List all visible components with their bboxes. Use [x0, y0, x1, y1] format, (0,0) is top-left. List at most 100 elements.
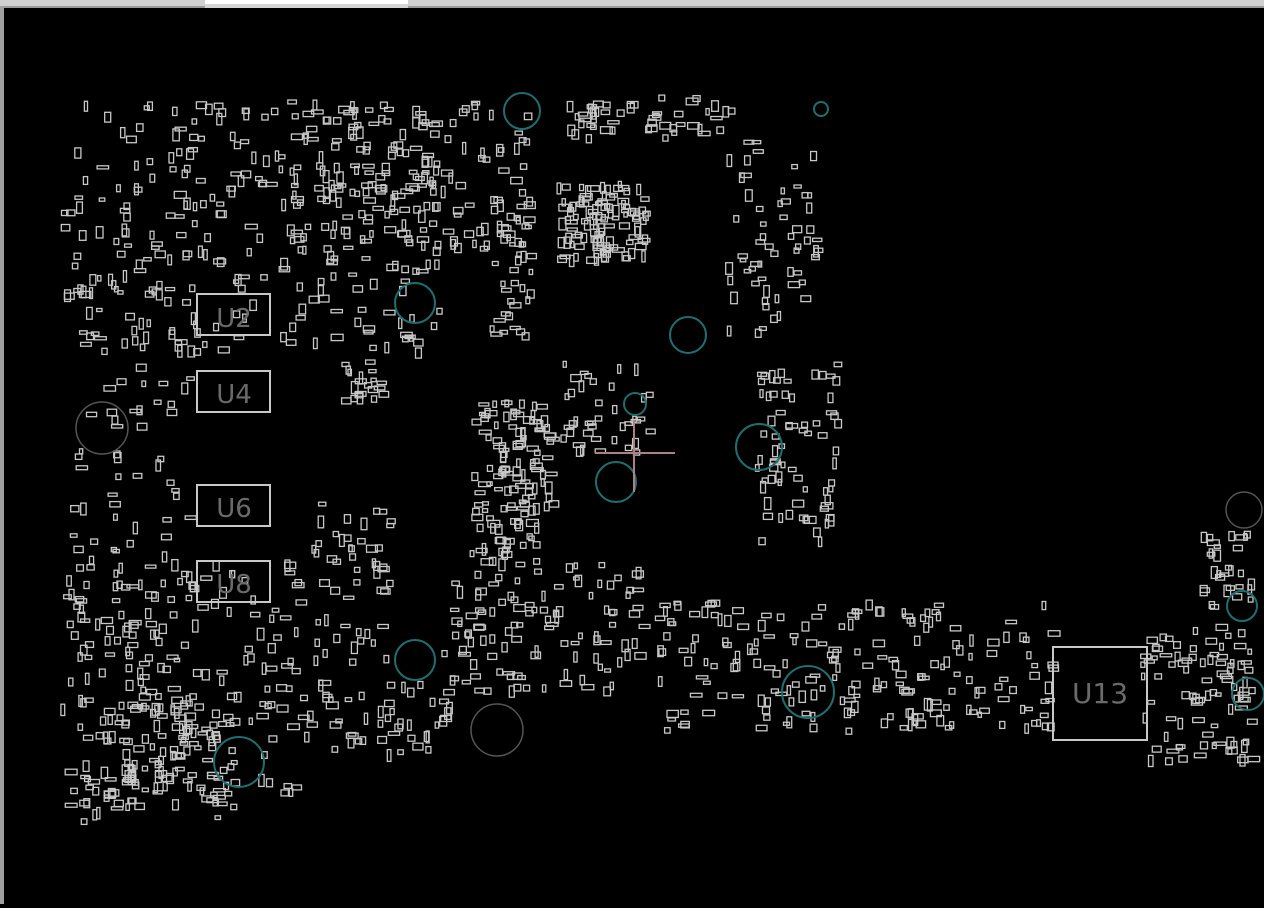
component-pad[interactable] — [95, 226, 104, 239]
component-pad[interactable] — [510, 621, 519, 629]
component-pad[interactable] — [329, 721, 342, 729]
component-pad[interactable] — [1047, 630, 1061, 637]
component-pad[interactable] — [832, 457, 837, 470]
component-pad[interactable] — [412, 105, 421, 118]
component-pad[interactable] — [872, 685, 882, 693]
component-pad[interactable] — [695, 675, 709, 680]
component-pad[interactable] — [943, 656, 951, 668]
component-pad[interactable] — [477, 609, 487, 616]
component-pad[interactable] — [600, 109, 611, 116]
component-pad[interactable] — [90, 538, 99, 545]
component-pad[interactable] — [807, 192, 813, 199]
component-pad[interactable] — [330, 184, 344, 193]
component-pad[interactable] — [281, 198, 287, 212]
component-pad[interactable] — [406, 719, 412, 731]
component-pad[interactable] — [451, 580, 460, 587]
component-pad[interactable] — [1231, 593, 1243, 601]
component-pad[interactable] — [763, 634, 775, 639]
component-pad[interactable] — [60, 209, 69, 217]
component-pad[interactable] — [413, 205, 421, 214]
component-pad[interactable] — [129, 774, 137, 782]
component-pad[interactable] — [295, 599, 308, 606]
component-pad[interactable] — [160, 579, 166, 588]
component-pad[interactable] — [578, 183, 585, 192]
component-pad[interactable] — [168, 152, 175, 164]
component-pad[interactable] — [134, 160, 139, 171]
component-pad[interactable] — [476, 523, 484, 533]
chip-u6[interactable]: U6 — [196, 484, 271, 527]
component-pad[interactable] — [149, 708, 157, 718]
component-pad[interactable] — [752, 149, 764, 154]
component-pad[interactable] — [70, 504, 80, 513]
component-pad[interactable] — [500, 400, 513, 406]
component-pad[interactable] — [151, 702, 160, 716]
chip-u13[interactable]: U13 — [1052, 646, 1148, 741]
component-pad[interactable] — [249, 299, 258, 312]
component-pad[interactable] — [141, 765, 149, 772]
component-pad[interactable] — [373, 385, 386, 391]
component-pad[interactable] — [330, 272, 337, 281]
component-pad[interactable] — [293, 235, 305, 243]
component-pad[interactable] — [463, 230, 475, 239]
component-pad[interactable] — [847, 618, 854, 631]
component-pad[interactable] — [1140, 661, 1146, 668]
component-pad[interactable] — [875, 606, 883, 617]
component-pad[interactable] — [350, 641, 359, 655]
component-pad[interactable] — [88, 287, 94, 300]
component-pad[interactable] — [760, 372, 770, 380]
component-pad[interactable] — [281, 662, 293, 669]
component-pad[interactable] — [96, 806, 101, 820]
component-pad[interactable] — [401, 219, 407, 230]
component-pad[interactable] — [514, 577, 521, 585]
component-pad[interactable] — [1247, 596, 1254, 603]
component-pad[interactable] — [362, 163, 375, 169]
component-pad[interactable] — [177, 577, 183, 586]
component-pad[interactable] — [304, 731, 310, 743]
component-pad[interactable] — [216, 210, 227, 219]
component-pad[interactable] — [606, 580, 615, 590]
component-pad[interactable] — [95, 731, 104, 740]
component-pad[interactable] — [759, 480, 767, 494]
component-pad[interactable] — [176, 148, 183, 157]
component-pad[interactable] — [107, 273, 114, 286]
component-pad[interactable] — [526, 289, 535, 299]
component-pad[interactable] — [1225, 585, 1236, 592]
component-pad[interactable] — [528, 505, 536, 516]
component-pad[interactable] — [364, 359, 376, 365]
component-pad[interactable] — [144, 591, 157, 599]
component-pad[interactable] — [541, 455, 554, 461]
component-pad[interactable] — [107, 714, 113, 726]
component-pad[interactable] — [316, 162, 324, 170]
component-pad[interactable] — [493, 196, 503, 204]
component-pad[interactable] — [572, 576, 580, 581]
component-pad[interactable] — [425, 730, 430, 744]
component-pad[interactable] — [509, 266, 519, 274]
component-pad[interactable] — [293, 173, 299, 186]
component-pad[interactable] — [529, 462, 543, 470]
component-pad[interactable] — [776, 613, 785, 622]
component-pad[interactable] — [767, 474, 776, 484]
component-pad[interactable] — [757, 619, 766, 632]
component-pad[interactable] — [573, 416, 579, 427]
component-pad[interactable] — [141, 734, 150, 744]
component-pad[interactable] — [710, 663, 718, 670]
component-pad[interactable] — [127, 763, 135, 771]
component-pad[interactable] — [171, 752, 182, 760]
component-pad[interactable] — [948, 687, 956, 695]
component-pad[interactable] — [600, 203, 607, 212]
component-pad[interactable] — [318, 151, 324, 164]
component-pad[interactable] — [299, 694, 309, 702]
component-pad[interactable] — [66, 209, 76, 217]
component-pad[interactable] — [593, 653, 599, 664]
component-pad[interactable] — [557, 255, 568, 264]
component-pad[interactable] — [433, 160, 441, 168]
component-pad[interactable] — [923, 697, 932, 711]
component-pad[interactable] — [169, 611, 178, 619]
component-pad[interactable] — [408, 335, 414, 342]
component-pad[interactable] — [703, 658, 709, 667]
component-pad[interactable] — [495, 143, 504, 157]
component-pad[interactable] — [453, 212, 462, 218]
component-pad[interactable] — [389, 707, 395, 716]
component-pad[interactable] — [631, 638, 638, 650]
component-pad[interactable] — [928, 616, 934, 628]
